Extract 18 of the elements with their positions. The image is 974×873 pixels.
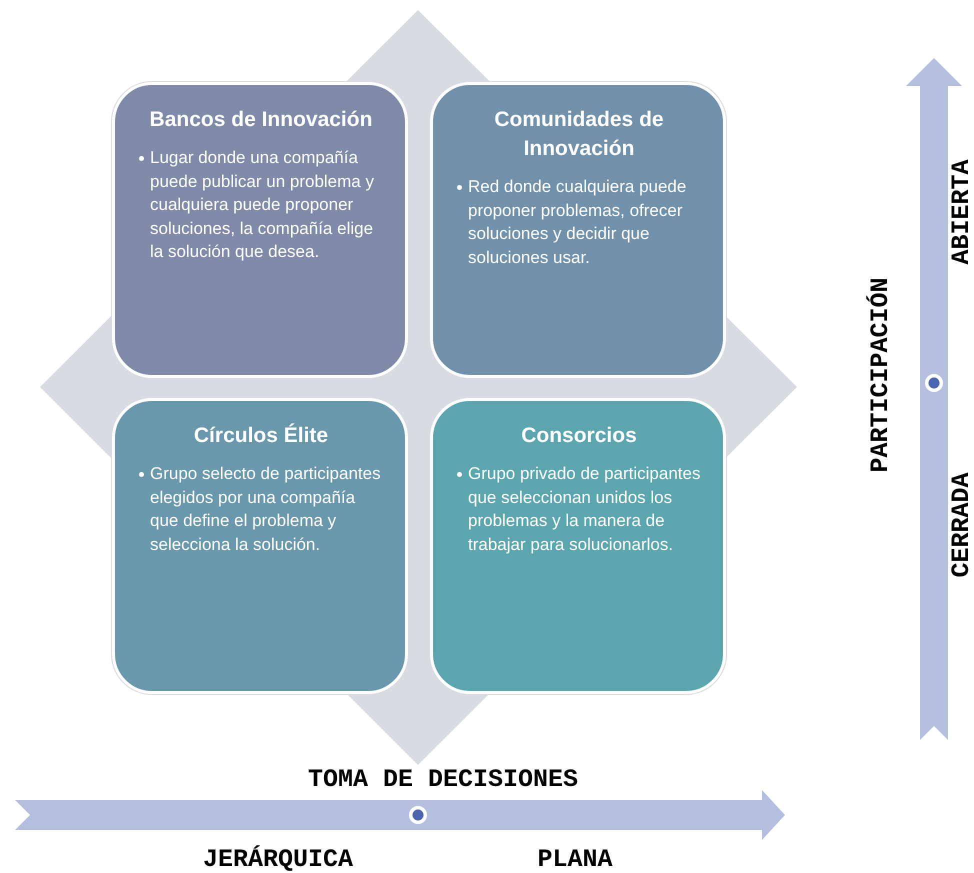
axis-end-label: ABIERTA <box>948 159 974 265</box>
bullet-text: Grupo selecto de participantes elegidos por una compañía que define el problema y selecciona la solución. <box>150 463 382 556</box>
axis-end-label: PLANA <box>538 846 612 873</box>
card-heading: Círculos Élite <box>192 422 330 449</box>
card-heading: Bancos de Innovación <box>148 107 374 133</box>
bullet-text: Lugar donde una compañía puede publicar un problema y cualquiera puede proponer soluciones, la compañía elige la solución que desea. <box>150 147 375 263</box>
quadrant-card <box>430 82 726 378</box>
quadrant-card <box>112 82 408 378</box>
bullet-text: Red donde cualquiera puede proponer problemas, ofrecer soluciones y decidir que soluciones usar. <box>468 176 688 268</box>
axis-end-label: CERRADA <box>948 472 974 578</box>
axis-title: TOMA DE DECISIONES <box>308 766 578 794</box>
axis-title: PARTICIPACIÓN <box>867 277 895 473</box>
quadrant-card <box>430 398 726 694</box>
axis-end-label: JERÁRQUICA <box>202 846 354 873</box>
card-heading: Comunidades de Innovación <box>493 107 665 162</box>
bullet-text: Grupo privado de participantes que seleccionan unidos los problemas y la manera de trabajar para solucionarlos. <box>468 463 702 556</box>
quadrant-card <box>112 398 408 694</box>
card-heading: Consorcios <box>520 423 638 449</box>
